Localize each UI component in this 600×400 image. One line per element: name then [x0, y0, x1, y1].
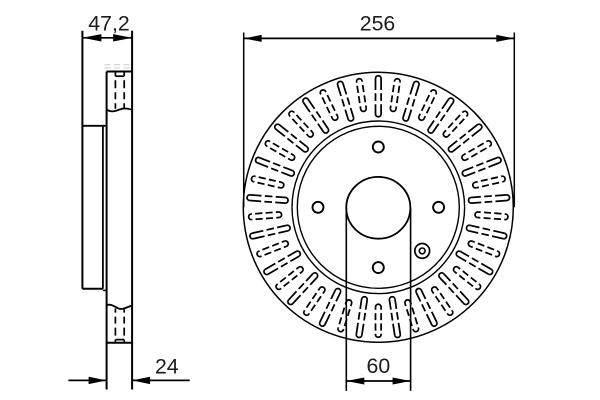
svg-text:24: 24 — [155, 354, 179, 378]
svg-text:256: 256 — [360, 12, 396, 36]
svg-text:60: 60 — [367, 354, 391, 378]
svg-text:47,2: 47,2 — [88, 11, 129, 35]
